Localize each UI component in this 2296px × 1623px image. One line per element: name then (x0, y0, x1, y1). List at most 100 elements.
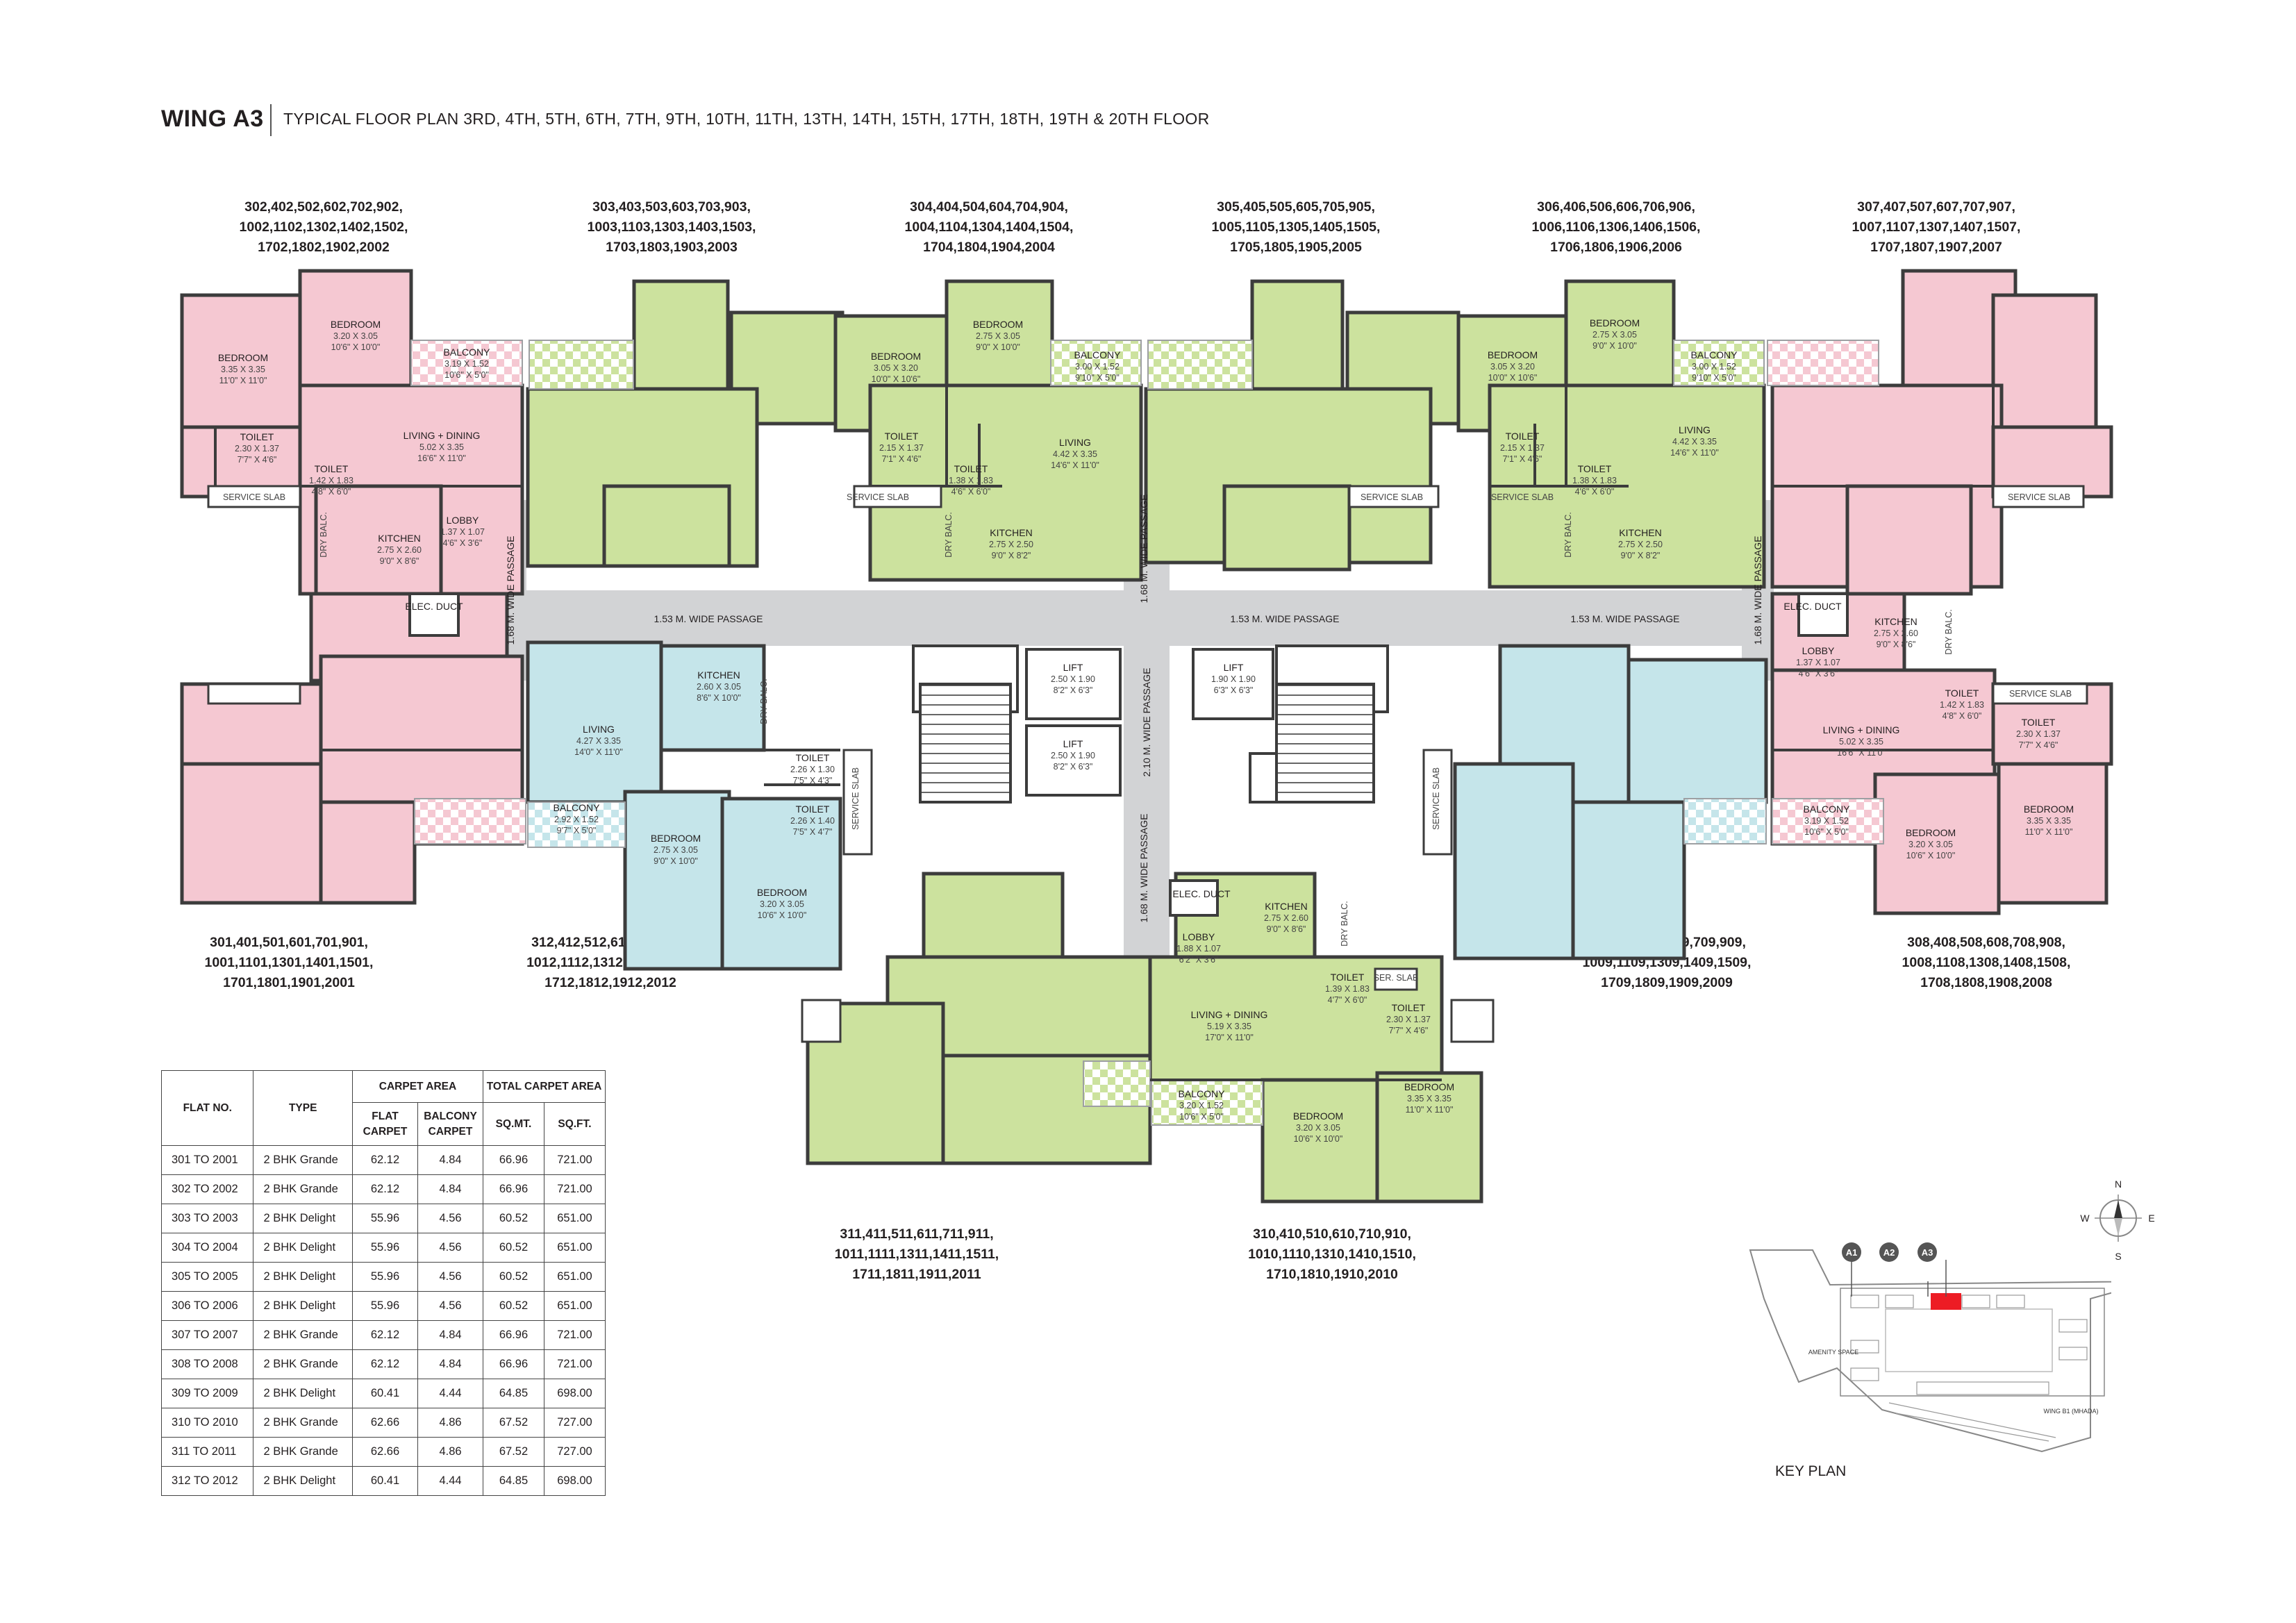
room-dim-metric: 1.90 X 1.90 (1211, 674, 1256, 684)
room-dim-metric: 5.02 X 3.35 (419, 442, 464, 452)
room-dim-imperial: 10'6" X 10'0" (758, 910, 807, 920)
room-dim-imperial: 4'7" X 6'0" (1328, 995, 1367, 1005)
room-dim-metric: 2.50 X 1.90 (1051, 751, 1095, 760)
room-dim-imperial: 9'0" X 8'6" (1267, 924, 1306, 934)
room-label-bedroom: BEDROOM (757, 887, 807, 898)
room-dim-metric: 3.19 X 1.52 (1804, 816, 1849, 826)
room-label-toilet: TOILET (954, 463, 988, 474)
room-dim-metric: 2.75 X 3.05 (654, 845, 698, 855)
table-cell-sqmt: 67.52 (483, 1408, 544, 1438)
service-slab-label: SERVICE SLAB (851, 767, 860, 830)
table-cell-sqft: 721.00 (543, 1145, 606, 1175)
room-dim-metric: 2.15 X 1.37 (879, 443, 924, 453)
room-dim-metric: 3.20 X 3.05 (1296, 1123, 1340, 1133)
table-cell-flat: 303 TO 2003 (160, 1204, 254, 1233)
room-label-bedroom: BEDROOM (1404, 1081, 1454, 1092)
room-dim-metric: 1.42 X 1.83 (1940, 700, 1984, 710)
flat-label-305: 305,405,505,605,705,905, 1005,1105,1305,… (1211, 199, 1381, 255)
room-dim-imperial: 9'0" X 10'0" (976, 342, 1020, 352)
room-dim-imperial: 7'5" X 4'3" (793, 776, 833, 785)
table-cell-sqft: 698.00 (543, 1466, 606, 1496)
table-cell-flat-carpet: 55.96 (351, 1291, 419, 1321)
compass-w: W (2080, 1213, 2090, 1224)
room-label-elec-duct: ELEC. DUCT (1783, 601, 1842, 612)
table-cell-balcony: 4.84 (417, 1145, 484, 1175)
room-label-kitchen: KITCHEN (697, 669, 740, 681)
table-cell-type: 2 BHK Delight (253, 1291, 353, 1321)
room-dim-metric: 1.39 X 1.83 (1325, 984, 1370, 994)
room-dim-imperial: 4'6" X 6'0" (1575, 487, 1615, 497)
table-cell-flat-carpet: 62.12 (351, 1174, 419, 1204)
room-dim-metric: 5.02 X 3.35 (1839, 737, 1883, 747)
room-label-balcony: BALCONY (1179, 1088, 1226, 1099)
room-dim-metric: 2.30 X 1.37 (2016, 729, 2061, 739)
room-label-kitchen: KITCHEN (990, 527, 1032, 538)
service-slab-label: SERVICE SLAB (1431, 767, 1441, 830)
room-dim-metric: 3.35 X 3.35 (2027, 816, 2071, 826)
flat-label-308: 308,408,508,608,708,908, 1008,1108,1308,… (1902, 935, 2071, 990)
room-dim-imperial: 16'6" X 11'0" (417, 453, 466, 463)
passage-labels: 1.53 M. WIDE PASSAGE 1.53 M. WIDE PASSAG… (319, 494, 1954, 947)
room-label-elec-duct: ELEC. DUCT (1172, 888, 1231, 899)
key-plan: A1 A2 A3 AMENITY SPACE WING B1 (MHADA) (1749, 1242, 2111, 1453)
passage-label: 1.53 M. WIDE PASSAGE (1571, 613, 1680, 624)
room-label-balcony: BALCONY (554, 802, 601, 813)
compass-n: N (2115, 1179, 2122, 1190)
th-flat-carpet: FLAT CARPET (351, 1102, 419, 1146)
room-label-bedroom: BEDROOM (973, 319, 1023, 330)
room-dim-imperial: 9'7" X 5'0" (557, 826, 597, 835)
table-cell-type: 2 BHK Grande (253, 1437, 353, 1467)
dry-balcony-label: DRY BALC. (319, 512, 328, 558)
room-dim-metric: 2.50 X 1.90 (1051, 674, 1095, 684)
room-dim-imperial: 9'10" X 5'0" (1692, 373, 1736, 383)
table-cell-sqft: 698.00 (543, 1379, 606, 1408)
key-plan-label: KEY PLAN (1775, 1463, 1847, 1479)
room-label-kitchen: KITCHEN (1874, 616, 1917, 627)
table-cell-flat: 301 TO 2001 (160, 1145, 254, 1175)
room-dim-metric: 3.19 X 1.52 (444, 359, 489, 369)
room-label-balcony: BALCONY (1691, 349, 1738, 360)
table-cell-sqmt: 67.52 (483, 1437, 544, 1467)
room-dim-imperial: 9'0" X 10'0" (654, 856, 698, 866)
table-cell-sqft: 651.00 (543, 1204, 606, 1233)
table-cell-balcony: 4.44 (417, 1379, 484, 1408)
room-dim-imperial: 10'6" X 10'0" (1294, 1134, 1343, 1144)
room-label-living: LIVING (1679, 424, 1711, 435)
dry-balcony-label: DRY BALC. (1944, 609, 1954, 655)
room-dim-metric: 3.05 X 3.20 (1490, 362, 1535, 372)
room-dim-imperial: 10'0" X 10'6" (872, 374, 921, 384)
flat-label-306: 306,406,506,606,706,906, 1006,1106,1306,… (1531, 199, 1701, 255)
room-label-lobby: LOBBY (1183, 931, 1215, 942)
room-dim-imperial: 7'7" X 4'6" (238, 455, 277, 465)
room-dim-imperial: 14'6" X 11'0" (1051, 460, 1099, 470)
passage-label: 1.68 M. WIDE PASSAGE (505, 536, 516, 645)
table-cell-flat: 309 TO 2009 (160, 1379, 254, 1408)
room-dim-metric: 2.30 X 1.37 (1386, 1015, 1431, 1024)
table-cell-sqft: 721.00 (543, 1174, 606, 1204)
room-label-lobby: LOBBY (447, 515, 479, 526)
table-cell-balcony: 4.86 (417, 1408, 484, 1438)
room-dim-metric: 1.38 X 1.83 (949, 476, 993, 485)
room-dim-metric: 3.00 X 1.52 (1692, 362, 1736, 372)
compass-e: E (2148, 1213, 2154, 1224)
room-dim-imperial: 4'8" X 6'0" (1943, 711, 1982, 721)
table-cell-balcony: 4.84 (417, 1320, 484, 1350)
table-cell-balcony: 4.84 (417, 1349, 484, 1379)
th-balcony-carpet: BALCONY CARPET (417, 1102, 484, 1146)
room-dim-metric: 2.60 X 3.05 (697, 682, 741, 692)
compass-s: S (2115, 1251, 2121, 1262)
wing-b1-label: WING B1 (MHADA) (2043, 1408, 2098, 1415)
table-cell-type: 2 BHK Grande (253, 1145, 353, 1175)
room-dim-metric: 3.35 X 3.35 (1407, 1094, 1451, 1104)
room-dim-metric: 5.19 X 3.35 (1207, 1022, 1251, 1031)
room-label-bedroom: BEDROOM (871, 351, 921, 362)
room-label-toilet: TOILET (1506, 431, 1540, 442)
table-cell-flat-carpet: 62.66 (351, 1437, 419, 1467)
service-slab-label: SERVICE SLAB (1491, 492, 1554, 502)
table-cell-balcony: 4.56 (417, 1291, 484, 1321)
flat-label-301: 301,401,501,601,701,901, 1001,1101,1301,… (204, 935, 374, 990)
